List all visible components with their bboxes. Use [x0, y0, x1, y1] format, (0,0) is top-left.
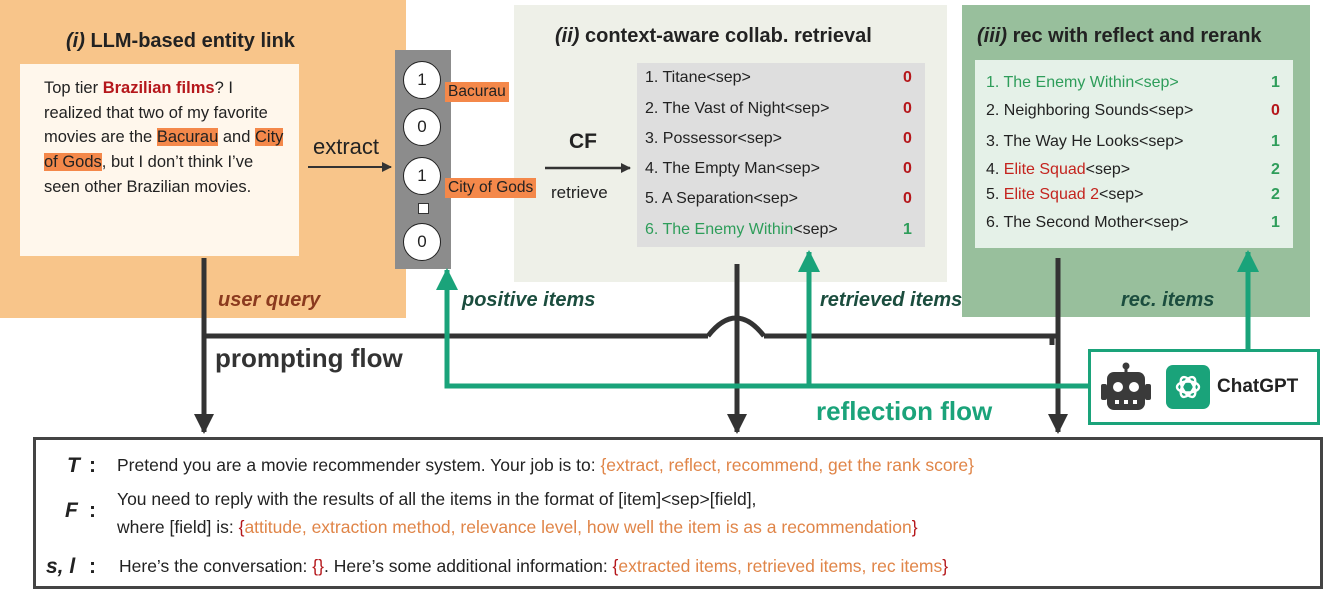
vector-cell: 1	[403, 61, 441, 99]
list-item: 2. The Vast of Night<sep>	[645, 100, 830, 117]
prompting-flow-lines	[201, 258, 1061, 418]
task-symbol: T	[67, 454, 80, 477]
vector-ellipsis	[418, 203, 429, 214]
rank-score: 1	[1271, 74, 1280, 91]
format-line-1: You need to reply with the results of al…	[117, 489, 757, 509]
list-item: 3. The Way He Looks<sep>	[986, 133, 1184, 150]
task-colon: :	[89, 454, 96, 477]
rank-score: 1	[1271, 133, 1280, 150]
cf-label: CF	[569, 130, 597, 153]
user-query-text: Top tier Brazilian films? I realized tha…	[44, 79, 284, 196]
relevance-score: 0	[903, 130, 912, 147]
task-line: Pretend you are a movie recommender syst…	[117, 455, 974, 475]
rank-score: 2	[1271, 161, 1280, 178]
list-item: 6. The Enemy Within<sep>	[645, 221, 838, 238]
retrieve-label: retrieve	[551, 183, 608, 202]
reflection-flow-lines	[444, 268, 1251, 389]
reranked-list: 1. The Enemy Within<sep> 1 2. Neighborin…	[975, 60, 1293, 248]
reflection-flow-label: reflection flow	[816, 396, 993, 426]
vector-cell: 1	[403, 157, 441, 195]
list-item: 4. The Empty Man<sep>	[645, 160, 820, 177]
prompt-template-box	[33, 437, 1323, 589]
chatgpt-label: ChatGPT	[1217, 376, 1299, 397]
context-symbol: s, l	[46, 555, 76, 578]
relevance-score: 1	[903, 221, 912, 238]
format-colon: :	[89, 499, 96, 522]
vector-cell: 0	[403, 223, 441, 261]
retrieved-list: 1. Titane<sep> 0 2. The Vast of Night<se…	[637, 63, 925, 247]
format-symbol: F	[65, 499, 78, 522]
list-item: 5. Elite Squad 2<sep>	[986, 186, 1144, 203]
panel-title-rerank: (iii) rec with reflect and rerank	[977, 25, 1262, 47]
vector-cell: 0	[403, 108, 441, 146]
context-colon: :	[89, 555, 96, 578]
relevance-score: 0	[903, 160, 912, 177]
user-query-label: user query	[218, 289, 321, 311]
rec-items-label: rec. items	[1121, 289, 1215, 311]
list-item: 3. Possessor<sep>	[645, 130, 782, 147]
rank-score: 1	[1271, 214, 1280, 231]
retrieved-items-label: retrieved items	[820, 289, 963, 311]
relevance-score: 0	[903, 69, 912, 86]
prompting-flow-label: prompting flow	[215, 343, 403, 373]
list-item: 4. Elite Squad<sep>	[986, 161, 1131, 178]
list-item: 1. Titane<sep>	[645, 69, 751, 86]
panel-title-retrieval: (ii) context-aware collab. retrieval	[555, 25, 872, 47]
relevance-score: 0	[903, 190, 912, 207]
entity-tag-bacurau: Bacurau	[445, 82, 509, 102]
robot-icon	[1101, 362, 1151, 410]
rank-score: 0	[1271, 102, 1280, 119]
relevance-score: 0	[903, 100, 912, 117]
entity-tag-city-of-gods: City of Gods	[445, 178, 537, 198]
list-item: 2. Neighboring Sounds<sep>	[986, 102, 1194, 119]
context-line: Here’s the conversation: {}. Here’s some…	[119, 556, 949, 576]
list-item: 5. A Separation<sep>	[645, 190, 799, 207]
format-line-2: where [field] is: {attitude, extraction …	[117, 517, 918, 537]
panel-title-entity-link: (i) LLM-based entity link	[66, 30, 295, 52]
list-item: 1. The Enemy Within<sep>	[986, 74, 1179, 91]
extract-label: extract	[313, 134, 380, 159]
positive-items-label: positive items	[462, 289, 596, 311]
rank-score: 2	[1271, 186, 1280, 203]
list-item: 6. The Second Mother<sep>	[986, 214, 1189, 231]
openai-icon	[1166, 365, 1210, 409]
